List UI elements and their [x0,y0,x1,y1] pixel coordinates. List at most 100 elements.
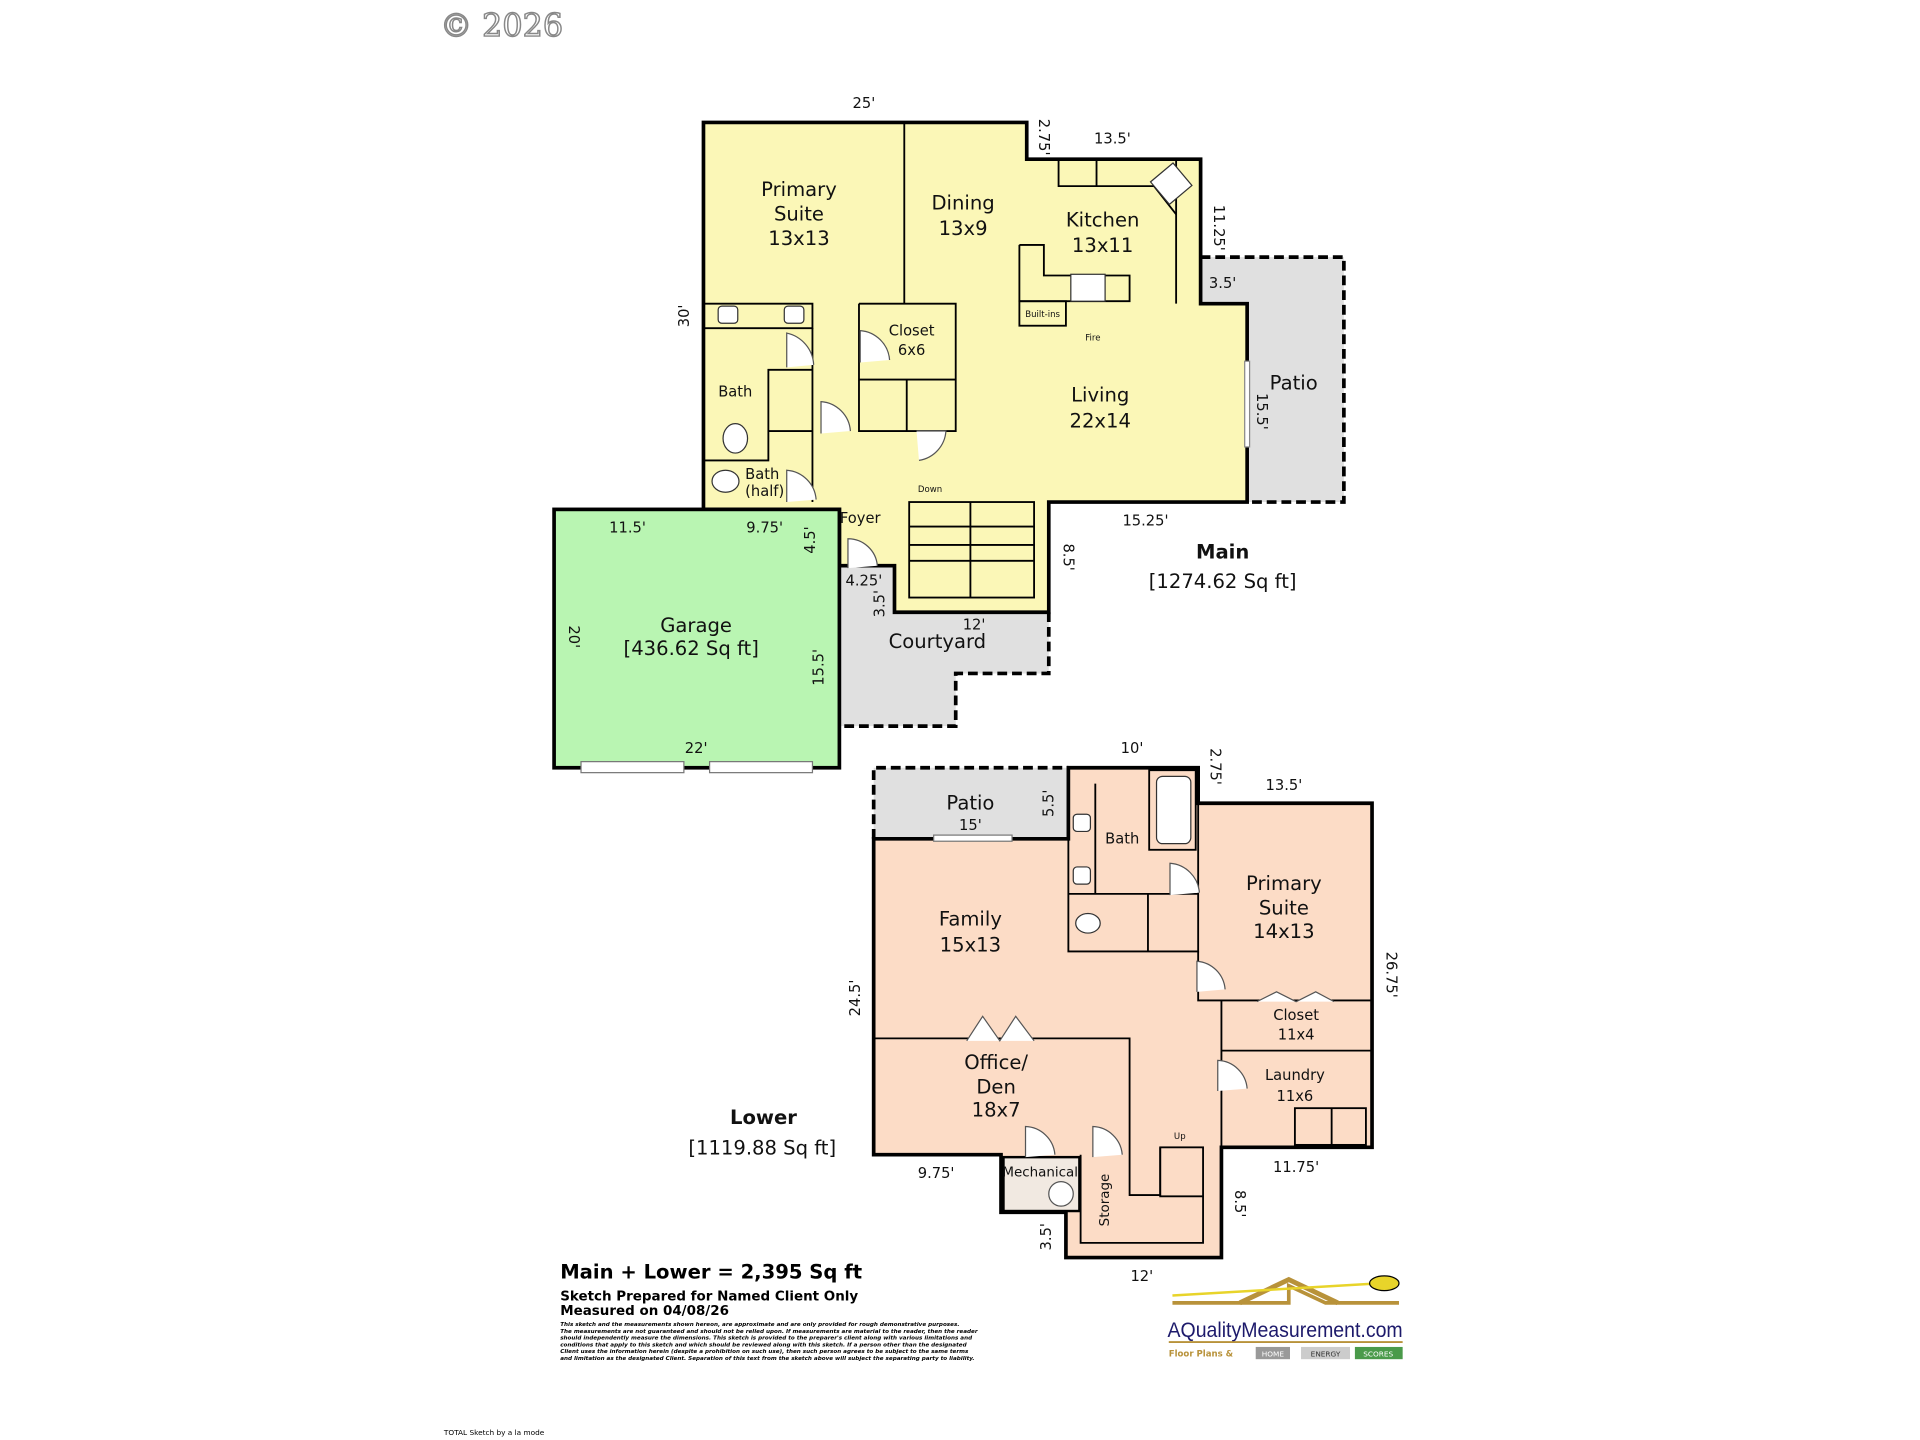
room-office-den-size: 18x7 [972,1099,1021,1122]
stairs-down-label: Down [918,485,942,495]
room-lower-patio: Patio [946,791,994,814]
room-dining: Dining [931,191,994,214]
room-family: Family [939,908,1002,931]
room-living-size: 22x14 [1069,409,1130,432]
disclaimer-line: The measurements are not guaranteed and … [560,1329,979,1335]
dim-garage-left: 20' [565,625,582,648]
main-floor-label: Main [1196,540,1249,563]
room-office-den-line2: Den [976,1075,1016,1098]
logo-tagline: Floor Plans & [1169,1350,1234,1360]
main-patio [1200,257,1344,503]
dim-lower-mech-side: 3.5' [1038,1223,1055,1250]
copyright-watermark: © 2026 [440,7,563,45]
total-area: Main + Lower = 2,395 Sq ft [560,1260,862,1283]
courtyard [839,565,1049,727]
door-icon [1196,960,1226,992]
door-icon [1169,862,1200,896]
dim-lower-suite-top: 13.5' [1266,777,1303,794]
house-roof-icon [1172,1282,1399,1305]
builtins-label: Built-ins [1025,310,1060,320]
dim-foyer-bottom: 4.25' [846,572,883,589]
room-closet: Closet [889,323,935,340]
main-floor-area: [1274.62 Sq ft] [1149,570,1297,593]
room-half-bath: Bath [745,466,779,483]
room-laundry: Laundry [1265,1067,1325,1084]
software-credit: TOTAL Sketch by a la mode [443,1428,545,1437]
room-storage: Storage [1098,1174,1113,1227]
water-heater-icon [1048,1181,1074,1207]
dim-lower-patio-bottom: 15' [959,817,982,834]
door-icon [859,329,891,363]
room-kitchen-size: 13x11 [1072,234,1133,257]
room-family-size: 15x13 [940,933,1001,956]
logo-home: HOME [1262,1350,1285,1359]
bifold-door-icon [1256,991,1335,1003]
logo-name: AQualityMeasurement.com [1168,1319,1403,1342]
dim-lower-stairs-right: 8.5' [1231,1190,1248,1217]
vanity-sink-icon [1072,813,1092,833]
dim-kitchen-right: 11.25' [1210,205,1227,251]
room-primary-suite-line2: Suite [774,202,824,225]
dim-garage-top-right: 9.75' [746,520,783,537]
dim-kitchen-top: 13.5' [1094,130,1131,147]
door-icon [820,400,852,434]
measured-date: Measured on 04/08/26 [560,1304,729,1319]
toilet-icon [722,423,749,454]
dim-lower-right: 26.75' [1383,952,1400,998]
room-lower-primary-suite-size: 14x13 [1253,920,1314,943]
dim-main-left: 30' [676,305,693,328]
room-foyer: Foyer [840,510,882,527]
dim-lower-bottom-right: 11.75' [1273,1159,1319,1176]
vanity-sink-icon [717,305,739,324]
dim-lower-top: 10' [1121,740,1144,757]
lower-patio [873,767,1069,839]
sink-icon [1149,162,1193,206]
room-closet-size: 6x6 [898,342,925,359]
room-lower-primary-suite: Primary [1246,872,1322,895]
room-kitchen: Kitchen [1066,209,1140,232]
garage-label: Garage [660,614,732,637]
dim-lower-step: 2.75' [1206,748,1223,785]
company-logo: AQualityMeasurement.com Floor Plans & HO… [1168,1275,1403,1360]
bifold-door-icon [966,1015,1035,1042]
dim-lower-bottom-left: 9.75' [918,1165,955,1182]
vanity-sink-icon [783,305,805,324]
room-lower-closet: Closet [1273,1007,1319,1024]
prepared-note: Sketch Prepared for Named Client Only [560,1289,858,1304]
svg-text:Garage[436.62 Sq ft]: Garage[436.62 Sq ft] [624,614,759,660]
dim-stairs-right: 8.5' [1059,543,1076,570]
dim-foyer-side: 4.5' [802,526,819,553]
room-bath: Bath [718,384,752,401]
room-main-patio: Patio [1270,371,1318,394]
room-living: Living [1071,384,1129,407]
dim-patio-right: 15.5' [1253,393,1270,430]
room-mechanical: Mechanical [1002,1166,1078,1181]
toilet-icon [1075,912,1101,934]
lower-floor-label: Lower [730,1106,797,1129]
vanity-sink-icon [1072,866,1092,885]
toilet-icon [711,469,740,493]
tape-measure-icon [1172,1282,1381,1297]
disclaimer-line: This sketch and the measurements shown h… [560,1322,959,1328]
logo-energy: ENERGY [1311,1350,1341,1359]
room-lower-primary-suite-line2: Suite [1259,897,1309,920]
room-primary-suite-size: 13x13 [768,227,829,250]
dim-lower-left: 24.5' [847,980,864,1017]
garage: Garage[436.62 Sq ft] 11.5' 9.75' 20' 15.… [552,507,842,774]
door-icon [786,469,817,503]
garage-area: [436.62 Sq ft] [624,637,759,660]
room-primary-suite: Primary [761,178,837,201]
disclaimer-line: conditions that apply to this sketch and… [560,1342,967,1348]
room-laundry-size: 11x6 [1277,1088,1314,1105]
disclaimer-line: should independently measure the dimensi… [560,1336,973,1342]
